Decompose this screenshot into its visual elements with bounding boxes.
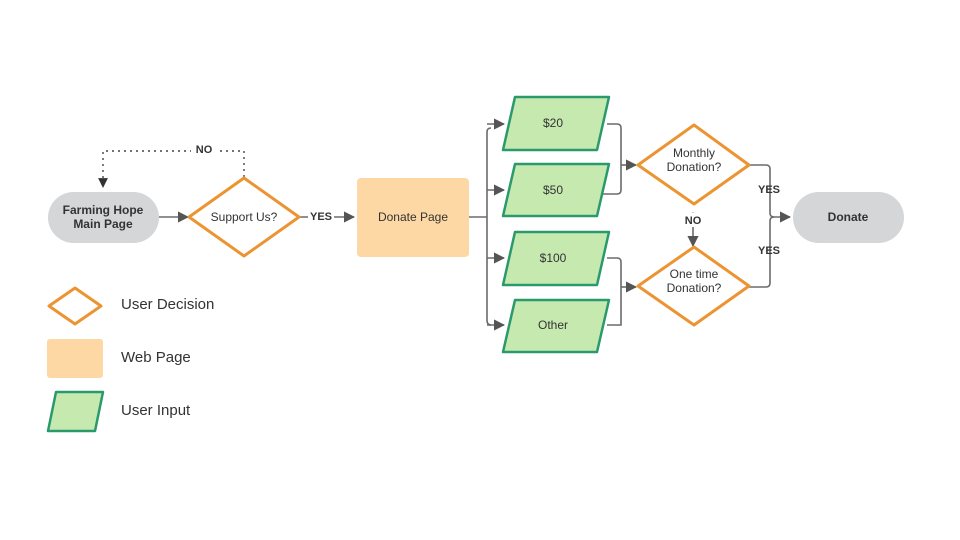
legend-decision: User Decision	[47, 286, 214, 326]
node-amount-100: $100	[501, 230, 611, 287]
node-one-time-donation: One time Donation?	[636, 245, 751, 327]
node-amount-50-label: $50	[543, 183, 563, 197]
edge-yes-support-label-bg	[308, 209, 334, 223]
legend-decision-swatch	[47, 286, 103, 326]
edge-no-loop-label: NO	[196, 144, 213, 156]
node-amount-other: Other	[501, 298, 611, 354]
node-amount-20-label: $20	[543, 116, 563, 130]
node-donate: Donate	[793, 192, 904, 243]
edge-100-to-junction	[607, 257, 622, 326]
legend-web-page-swatch	[47, 339, 103, 378]
edge-one-time-to-donate	[749, 216, 775, 288]
node-support-us-label: Support Us?	[211, 210, 278, 224]
edge-yes-one-time-label: YES	[758, 245, 780, 257]
node-main-page: Farming Hope Main Page	[48, 192, 159, 243]
edge-20-to-junction	[602, 123, 622, 195]
node-support-us: Support Us?	[187, 176, 301, 258]
node-donate-label: Donate	[828, 210, 869, 224]
node-amount-100-label: $100	[540, 251, 567, 265]
node-main-page-line1: Farming Hope	[63, 203, 144, 217]
edge-yes-monthly-label: YES	[758, 184, 780, 196]
legend-user-input-label: User Input	[121, 402, 191, 419]
node-main-page-line2: Main Page	[73, 217, 133, 231]
node-one-time-line2: Donation?	[667, 281, 722, 295]
edge-yes-support-label: YES	[310, 211, 332, 223]
legend: User Decision Web Page User Input	[46, 286, 214, 433]
node-donate-page: Donate Page	[357, 178, 469, 257]
legend-decision-label: User Decision	[121, 296, 214, 313]
edge-amounts-trunk	[486, 127, 492, 326]
legend-web-page: Web Page	[47, 339, 191, 378]
edge-no-loop-label-bg	[191, 143, 217, 157]
legend-user-input: User Input	[46, 390, 191, 433]
edge-no-between-label: NO	[685, 215, 702, 227]
edge-no-between-label-bg	[681, 213, 705, 227]
node-amount-20: $20	[501, 95, 611, 152]
legend-web-page-label: Web Page	[121, 349, 191, 366]
node-monthly-donation: Monthly Donation?	[636, 123, 751, 206]
edge-no-loop	[98, 150, 245, 188]
node-amount-50: $50	[501, 162, 611, 218]
legend-user-input-swatch	[46, 390, 105, 433]
node-monthly-line1: Monthly	[673, 146, 715, 160]
node-one-time-line1: One time	[670, 267, 719, 281]
node-monthly-line2: Donation?	[667, 160, 722, 174]
node-amount-other-label: Other	[538, 318, 568, 332]
node-donate-page-label: Donate Page	[378, 210, 448, 224]
